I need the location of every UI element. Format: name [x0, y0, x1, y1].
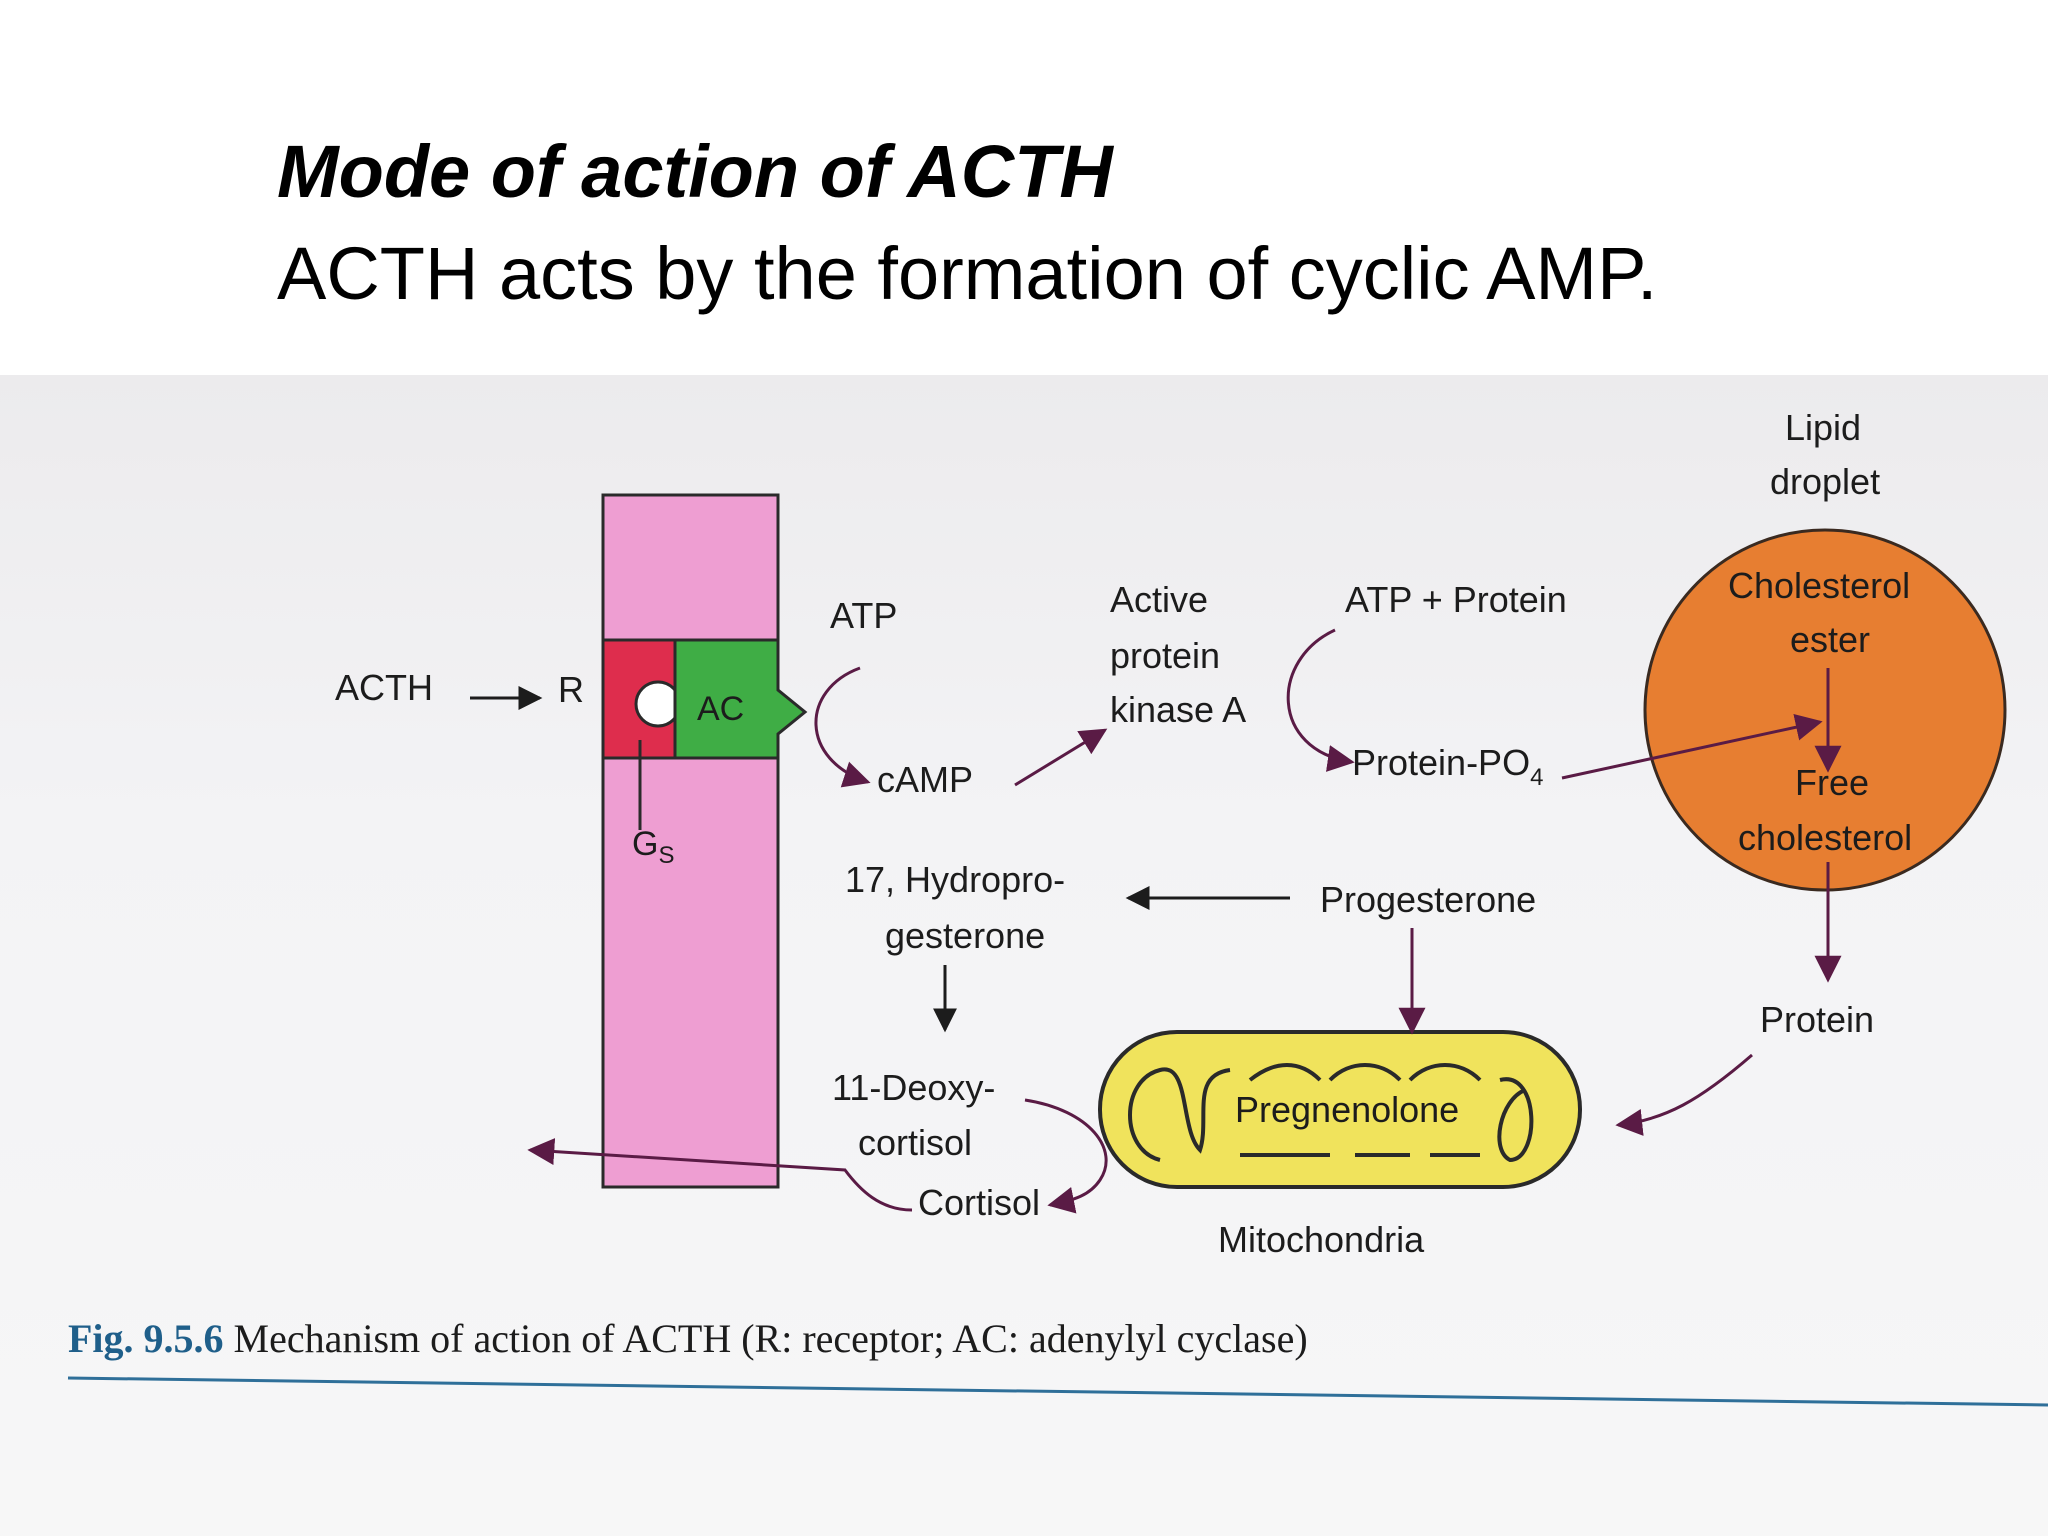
mitochondrion-cristae: [1128, 1063, 1534, 1163]
pka-label-1: Active: [1110, 579, 1208, 620]
ac-label: AC: [697, 690, 744, 728]
slide-title: Mode of action of ACTH: [277, 130, 1113, 213]
mitochondria-label: Mitochondria: [1218, 1219, 1425, 1260]
slide-subtitle: ACTH acts by the formation of cyclic AMP…: [277, 232, 1658, 315]
cortisol-label: Cortisol: [918, 1182, 1040, 1223]
cortisol-exit-arrow: [527, 1138, 913, 1212]
pka-label-3: kinase A: [1110, 689, 1246, 730]
deoxycortisol-label-1: 11-Deoxy-: [832, 1067, 995, 1108]
free-cholesterol-label-2: cholesterol: [1738, 817, 1912, 858]
lipid-label-1: Lipid: [1785, 407, 1861, 448]
hydroxyprogesterone-label-2: gesterone: [885, 915, 1045, 956]
protein-po4-label: Protein-PO4: [1352, 742, 1543, 791]
textbook-photo-background: [0, 375, 2048, 1470]
caption-underline: [67, 1376, 2048, 1407]
adenylyl-cyclase-block: [673, 638, 808, 760]
pregnenolone-label: Pregnenolone: [1235, 1089, 1459, 1130]
deoxycortisol-to-cortisol-arrow: [1024, 1098, 1108, 1214]
photo-bottom-strip: [0, 1470, 2048, 1536]
lipid-droplet: [1643, 528, 2007, 892]
protein-to-mitochondria-arrow: [1615, 1053, 1753, 1136]
pka-label-2: protein: [1110, 635, 1220, 676]
protein-po4-to-droplet-arrow: [1561, 713, 1823, 780]
atp-label: ATP: [830, 595, 897, 636]
gs-label: GS: [632, 825, 674, 869]
camp-label: cAMP: [877, 759, 973, 800]
deoxycortisol-label-2: cortisol: [858, 1122, 972, 1163]
protein-label: Protein: [1760, 999, 1874, 1040]
atp-protein-curve-arrow: [1286, 628, 1355, 772]
cholesterol-ester-label-1: Cholesterol: [1728, 565, 1910, 606]
cell-membrane: [601, 493, 780, 1189]
receptor-binding-site: [634, 680, 682, 728]
cholesterol-ester-label-2: ester: [1790, 619, 1870, 660]
lipid-label-2: droplet: [1770, 461, 1880, 502]
acth-label: ACTH: [335, 667, 433, 708]
progesterone-label: Progesterone: [1320, 879, 1536, 920]
camp-to-pka-arrow: [1014, 728, 1108, 787]
free-cholesterol-label-1: Free: [1795, 762, 1869, 803]
receptor-label: R: [558, 669, 584, 710]
atp-to-camp-arrow: [814, 666, 871, 788]
hydroxyprogesterone-label-1: 17, Hydropro-: [845, 859, 1065, 900]
atp-protein-label: ATP + Protein: [1345, 579, 1567, 620]
figure-caption: Fig. 9.5.6 Mechanism of action of ACTH (…: [68, 1316, 1308, 1361]
